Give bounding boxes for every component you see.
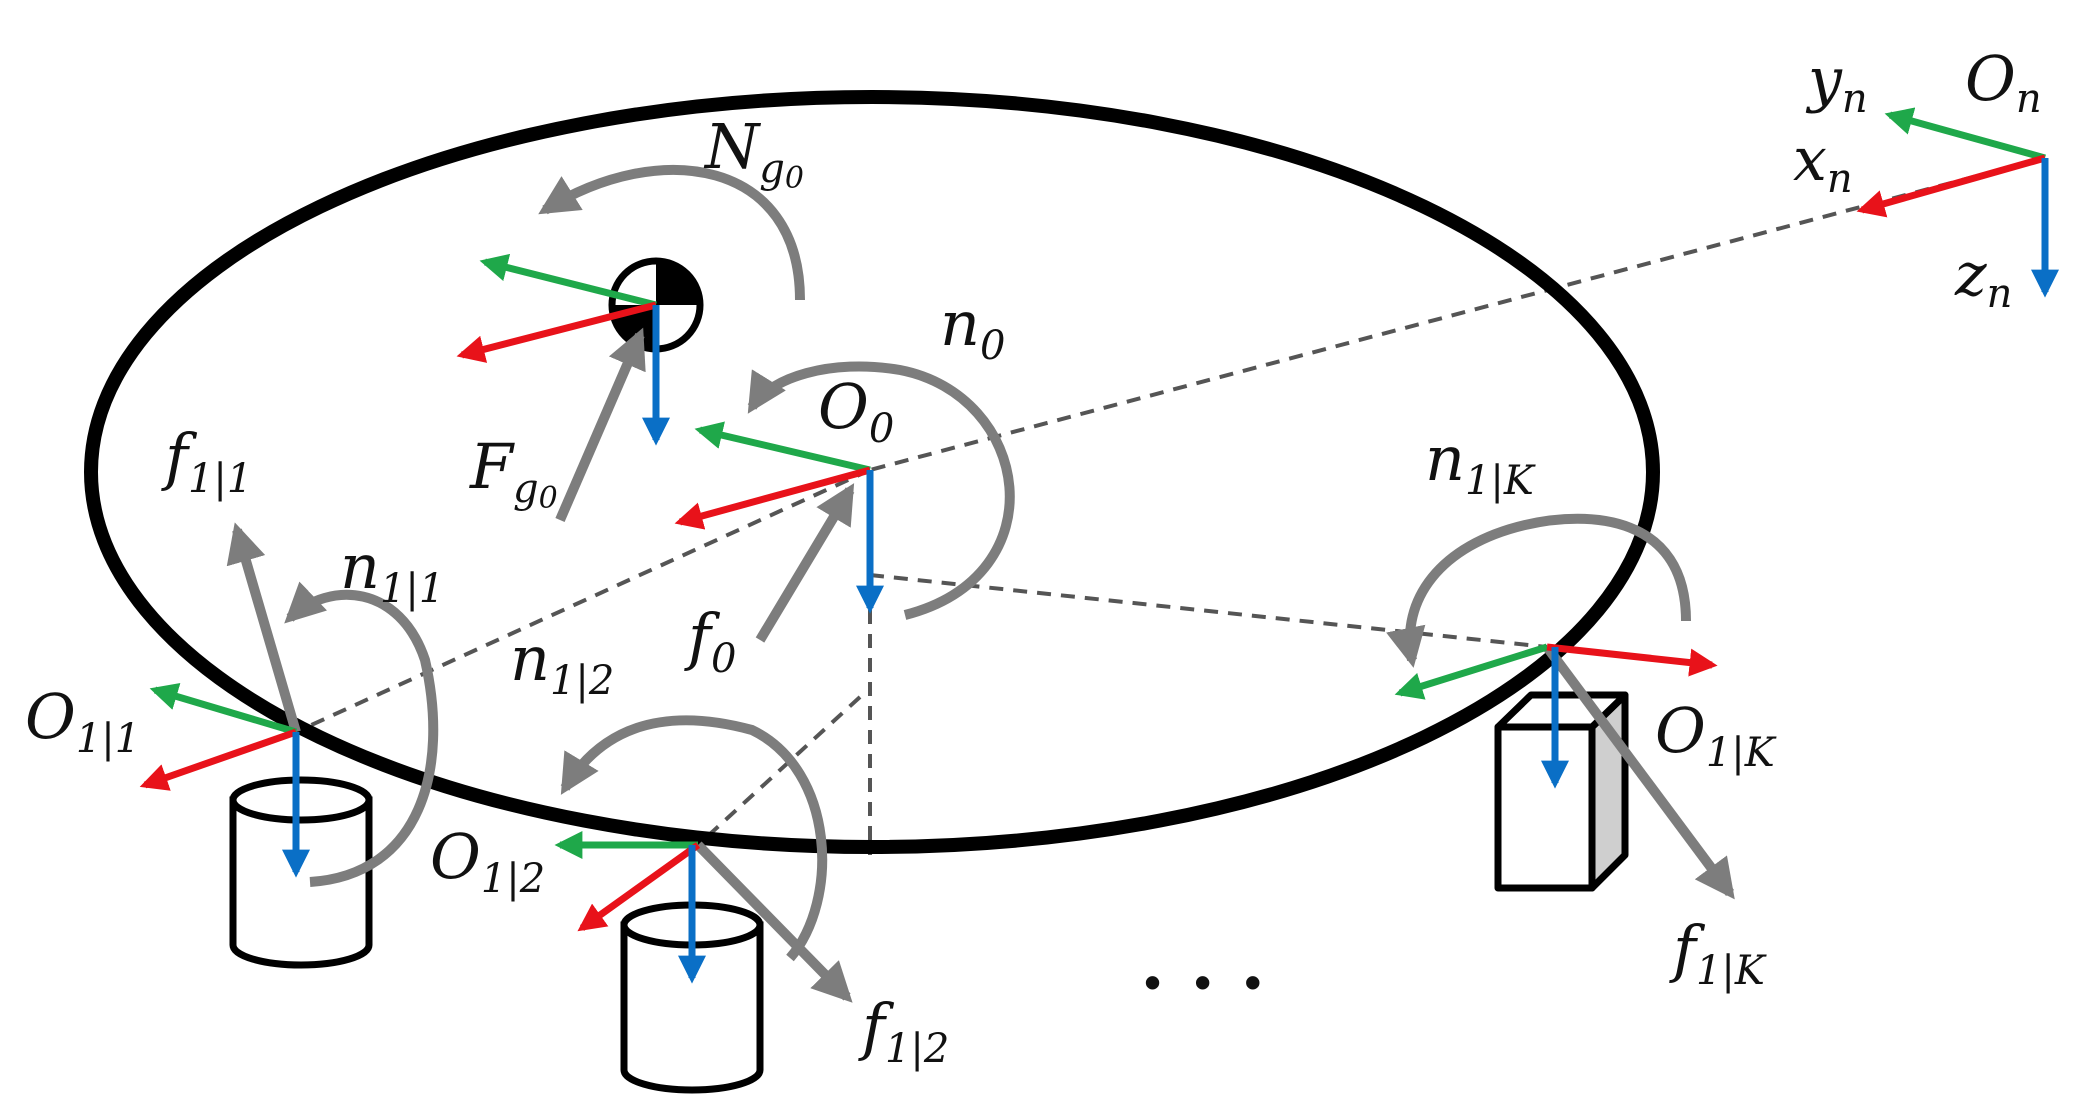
contact2-frame-axes — [554, 831, 706, 984]
cog-frame-axes — [456, 253, 670, 446]
body-frame-axes — [674, 421, 884, 614]
label-gravity-moment: Ng0 — [703, 110, 804, 196]
contactK-y-axis — [1394, 643, 1549, 700]
label-world-y: yn — [1805, 45, 1868, 122]
label-contactK-moment: n1|K — [1425, 422, 1536, 504]
link-world-to-body — [869, 156, 2046, 472]
foot-cylinder-1 — [229, 776, 373, 969]
label-contact2-force: f1|2 — [858, 990, 949, 1072]
contact2-x-axis — [577, 842, 701, 932]
link-body-to-contactK — [869, 573, 1548, 649]
body-moment-arrow — [747, 361, 1015, 620]
world-x-axis — [1856, 154, 2046, 218]
contactK-force-arrow — [1542, 644, 1735, 900]
link-body-to-contact1 — [295, 468, 871, 734]
contact1-force-arrow — [226, 522, 301, 734]
world-frame-axes — [1856, 107, 2059, 298]
contact2-moment-arrow — [560, 715, 828, 962]
gravity-moment-arrow — [538, 164, 805, 301]
foot-box-K — [1494, 691, 1629, 892]
ellipsis-more-contacts: · · · — [1140, 940, 1265, 1025]
link-body-to-contact2 — [696, 695, 862, 847]
contact1-moment-arrow — [284, 581, 439, 887]
label-world-z: zn — [1954, 240, 2012, 317]
label-contactK-force: f1|K — [1669, 912, 1767, 994]
label-body-force: f0 — [684, 600, 736, 682]
rigid-body-ellipse — [84, 90, 1660, 854]
contactK-moment-arrow — [1386, 513, 1691, 668]
contactK-frame-axes — [1394, 643, 1718, 789]
body-y-axis — [694, 421, 871, 474]
label-body-frame: O0 — [818, 370, 894, 452]
label-contact1-moment: n1|1 — [340, 530, 444, 612]
contact2-force-arrow — [694, 841, 853, 1003]
label-body-moment: n0 — [940, 287, 1005, 369]
label-contact2-moment: n1|2 — [510, 622, 614, 704]
force-moment-arrows — [226, 164, 1735, 1003]
gravity-force-arrow — [555, 327, 646, 522]
contactK-x-axis — [1546, 643, 1718, 677]
label-world-frame: On — [1965, 42, 2042, 122]
label-contactK-frame: O1|K — [1655, 694, 1777, 776]
cog-y-axis — [479, 253, 657, 309]
cog-x-axis — [456, 301, 657, 363]
contact1-frame-axes — [139, 682, 310, 878]
contact1-x-axis — [139, 728, 298, 791]
body-x-axis — [674, 466, 871, 530]
label-contact1-frame: O1|1 — [25, 680, 140, 762]
label-gravity-force: Fg0 — [469, 430, 558, 516]
dashed-links — [295, 156, 2046, 855]
body-force-arrow — [755, 483, 855, 643]
label-contact1-force: f1|1 — [161, 420, 252, 502]
label-world-x: xn — [1793, 125, 1853, 202]
labels: On yn xn zn Ng0 Fg0 n0 O0 f0 f1|1 n1|1 O… — [25, 42, 2042, 1072]
contact1-y-axis — [149, 682, 297, 736]
world-y-axis — [1884, 107, 2046, 162]
label-contact2-frame: O1|2 — [430, 820, 545, 902]
